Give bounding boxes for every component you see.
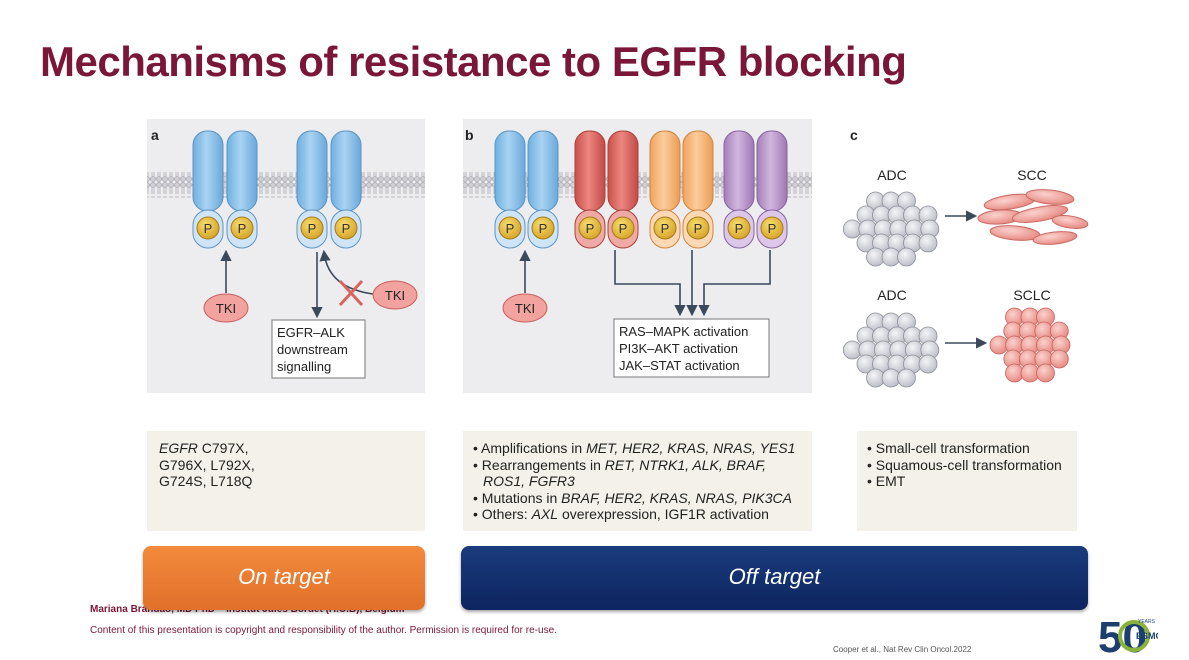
svg-text:P: P (768, 221, 777, 236)
label-scc: SCC (1017, 167, 1047, 183)
svg-text:EGFR–ALK: EGFR–ALK (277, 325, 345, 340)
caption-histologic: • Small-cell transformation • Squamous-c… (857, 431, 1077, 531)
resistance-diagram: a b c P P P P TKI TKI (147, 127, 1089, 388)
svg-text:P: P (735, 221, 744, 236)
svg-text:P: P (539, 221, 548, 236)
svg-text:RAS–MAPK activation: RAS–MAPK activation (619, 324, 748, 339)
esmo-50-logo: 50 YEARS ESMO (1098, 613, 1158, 660)
panel-a-letter: a (151, 127, 159, 143)
citation: Cooper et al., Nat Rev Clin Oncol.2022 (833, 645, 972, 654)
slide-title: Mechanisms of resistance to EGFR blockin… (40, 38, 907, 85)
label-adc-top: ADC (877, 167, 907, 183)
blocked-cross-icon (338, 279, 364, 307)
svg-text:P: P (506, 221, 515, 236)
tki-a1: TKI (203, 293, 249, 323)
svg-text:PI3K–AKT activation: PI3K–AKT activation (619, 341, 738, 356)
label-sclc: SCLC (1013, 287, 1050, 303)
svg-text:P: P (204, 221, 213, 236)
caption-off-target: • Amplifications in MET, HER2, KRAS, NRA… (463, 431, 812, 531)
phospho-group-a: P P P P (196, 216, 358, 240)
on-target-label: On target (143, 546, 425, 610)
svg-text:P: P (342, 221, 351, 236)
svg-text:TKI: TKI (385, 288, 405, 303)
label-adc-bottom: ADC (877, 287, 907, 303)
svg-text:P: P (619, 221, 628, 236)
svg-text:ESMO: ESMO (1136, 631, 1158, 641)
svg-text:downstream: downstream (277, 342, 348, 357)
phospho-group-b: P P P P P P P P (498, 216, 784, 240)
adc-cell-cluster-bottom (842, 312, 940, 388)
caption-on-target: EGFR C797X, G796X, L792X, G724S, L718Q (147, 431, 425, 531)
svg-text:YEARS: YEARS (1138, 619, 1156, 625)
scc-cells (977, 189, 1089, 245)
sclc-cell-cluster (989, 307, 1071, 383)
svg-text:TKI: TKI (216, 301, 236, 316)
adc-cell-cluster-top (842, 191, 940, 267)
svg-text:TKI: TKI (515, 301, 535, 316)
svg-text:signalling: signalling (277, 359, 331, 374)
tki-a2: TKI (372, 280, 418, 310)
svg-text:P: P (238, 221, 247, 236)
copyright-notice: Content of this presentation is copyrigh… (90, 625, 557, 636)
panel-c-letter: c (850, 127, 858, 143)
tki-b: TKI (502, 293, 548, 323)
off-target-label: Off target (461, 546, 1088, 610)
panel-b-letter: b (465, 127, 474, 143)
svg-text:P: P (661, 221, 670, 236)
svg-text:P: P (308, 221, 317, 236)
svg-text:JAK–STAT activation: JAK–STAT activation (619, 358, 740, 373)
pathway-activation-box: RAS–MAPK activation PI3K–AKT activation … (613, 318, 770, 378)
egfr-alk-box: EGFR–ALK downstream signalling (271, 319, 366, 379)
svg-text:P: P (586, 221, 595, 236)
svg-text:P: P (694, 221, 703, 236)
membrane-a (147, 172, 425, 198)
